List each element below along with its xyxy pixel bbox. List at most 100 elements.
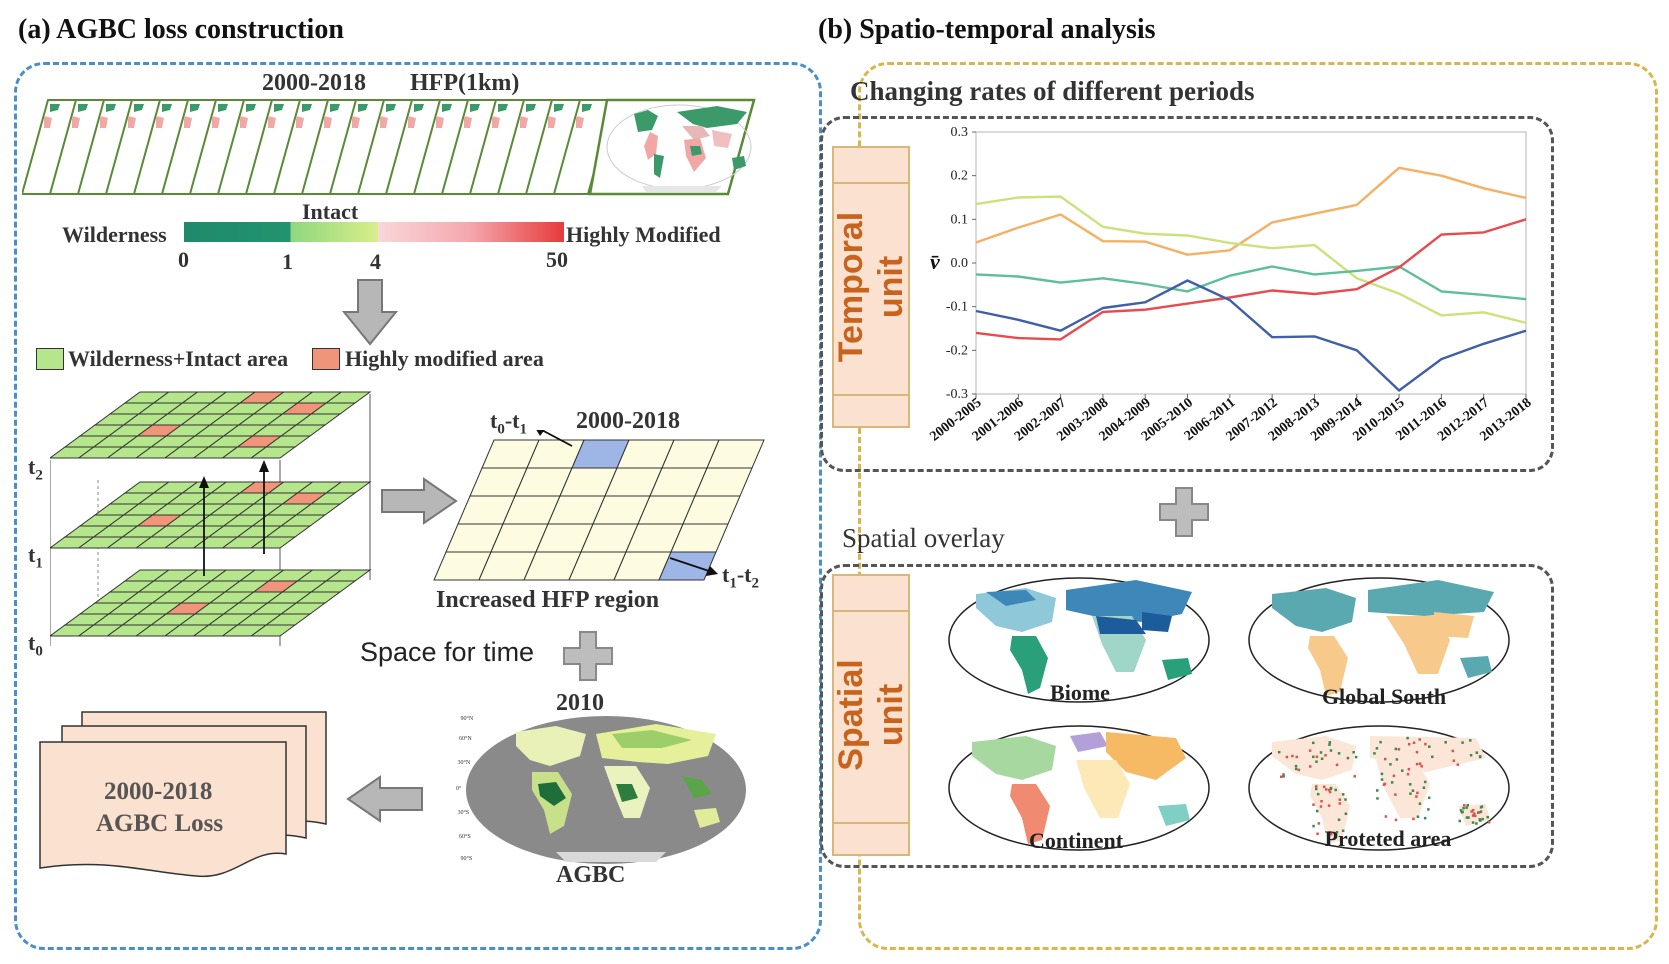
label-t1: t1 (28, 542, 43, 572)
protected-area-dot (1479, 810, 1483, 813)
protected-area-dot (1375, 747, 1379, 750)
series-line-2 (975, 195, 1527, 324)
latitude-label: 30°S (458, 809, 470, 816)
hfp-color-scale (184, 222, 564, 242)
protected-area-dot (1458, 819, 1462, 823)
protected-area-dot (1418, 762, 1422, 765)
hfp-frame-land (358, 104, 368, 112)
y-tick-label: -0.3 (946, 387, 968, 402)
protected-area-dot (1407, 767, 1411, 771)
y-tick-label: -0.2 (946, 343, 968, 358)
hfp-frame-land (134, 104, 144, 112)
protected-area-dot (1294, 764, 1298, 768)
protected-area-dot (1341, 793, 1345, 796)
y-tick-label: 0.2 (951, 169, 969, 184)
protected-area-map (1248, 725, 1510, 851)
hfp-map-stack (22, 98, 756, 196)
change-arrow-head (259, 460, 269, 472)
protected-area-dot (1411, 789, 1415, 792)
protected-area-dot (1406, 772, 1410, 776)
protected-area-dot (1428, 745, 1431, 748)
series-line-1 (975, 166, 1527, 256)
hfp-frame-land (100, 116, 108, 128)
protected-area-dot (1308, 765, 1312, 768)
protected-area-dot (1335, 830, 1339, 834)
protected-area-dot (1427, 808, 1430, 811)
protected-area-dot (1475, 822, 1478, 825)
protected-area-dot (1486, 815, 1489, 819)
protected-area-dot (1329, 749, 1333, 752)
protected-area-dot (1394, 793, 1397, 796)
hfp-frame-land (246, 104, 256, 112)
protected-area-dot (1338, 798, 1342, 801)
biome-map (948, 577, 1210, 703)
latitude-label: 60°N (459, 735, 472, 742)
protected-area-dot (1462, 806, 1465, 810)
protected-area-dot (1456, 763, 1460, 766)
protected-area-dot (1316, 792, 1320, 796)
protected-area-dot (1467, 816, 1470, 819)
increase-years: 2000-2018 (576, 408, 680, 434)
protected-area-dot (1344, 798, 1347, 801)
right-arrow-icon (381, 477, 458, 525)
protected-area-dot (1459, 809, 1463, 812)
protected-area-dot (1418, 738, 1421, 741)
protected-area-dot (1412, 741, 1416, 745)
protected-area-dot (1480, 805, 1484, 808)
time-layer-stack (50, 391, 372, 646)
hfp-frame-land (212, 116, 220, 128)
protected-area-dot (1452, 759, 1456, 762)
legend-red-label: Highly modified area (345, 346, 544, 371)
scale-tick-4: 4 (370, 249, 381, 274)
latitude-label: 30°N (458, 759, 471, 766)
protected-area-dot (1424, 742, 1427, 746)
protected-area-dot (1376, 789, 1379, 792)
biome-label: Biome (1050, 680, 1110, 705)
spatial-overlay-title: Spatial overlay (842, 523, 1005, 553)
protected-area-dot (1394, 818, 1398, 822)
legend-green-label: Wilderness+Intact area (68, 346, 289, 371)
hfp-map-frame (552, 99, 616, 195)
hfp-frame-land (106, 104, 116, 112)
protected-area-dot (1291, 754, 1294, 758)
protected-area-dot (1329, 787, 1333, 790)
protected-area-dot (1328, 790, 1332, 794)
y-axis-label: v̄ (930, 249, 940, 274)
world-map-large (588, 98, 756, 196)
grid-cell-green (249, 624, 297, 637)
protected-area-dot (1392, 774, 1396, 778)
latitude-label: 90°S (461, 855, 473, 862)
grid-cell-green (249, 446, 297, 459)
protected-area-dot (1415, 750, 1419, 754)
protected-area-dot (1463, 804, 1466, 807)
panel-a-title: (a) AGBC loss construction (18, 14, 344, 45)
scale-tick-0: 0 (178, 247, 189, 272)
continent-label: Continent (1028, 828, 1124, 853)
protected-area-dot (1376, 797, 1379, 800)
hfp-frame-land (184, 116, 192, 128)
protected-area-dot (1354, 755, 1358, 759)
protected-area-dot (1383, 757, 1387, 761)
protected-area-dot (1320, 757, 1324, 760)
agbc-year: 2010 (556, 690, 604, 716)
protected-area-dot (1418, 802, 1422, 805)
label-t0-t1: t0-t1 (490, 408, 527, 438)
protected-area-dot (1346, 756, 1350, 760)
increased-hfp-grid (433, 430, 765, 581)
protected-area-dot (1337, 818, 1341, 822)
continent-map (948, 725, 1210, 851)
protected-area-dot (1327, 788, 1331, 792)
protected-area-dot (1465, 806, 1468, 809)
protected-area-dot (1415, 762, 1419, 766)
protected-area-dot (1295, 755, 1299, 759)
protected-area-dot (1328, 741, 1332, 744)
hfp-frame-land (414, 104, 424, 112)
hfp-frame-land (386, 104, 396, 112)
plot-area (975, 131, 1527, 395)
protected-area-dot (1315, 760, 1318, 763)
protected-area-dot (1406, 736, 1409, 740)
y-tick-label: 0.1 (951, 212, 969, 227)
protected-area-dot (1338, 802, 1342, 805)
panel-b-title: (b) Spatio-temporal analysis (818, 14, 1156, 45)
protected-area-dot (1312, 824, 1315, 828)
